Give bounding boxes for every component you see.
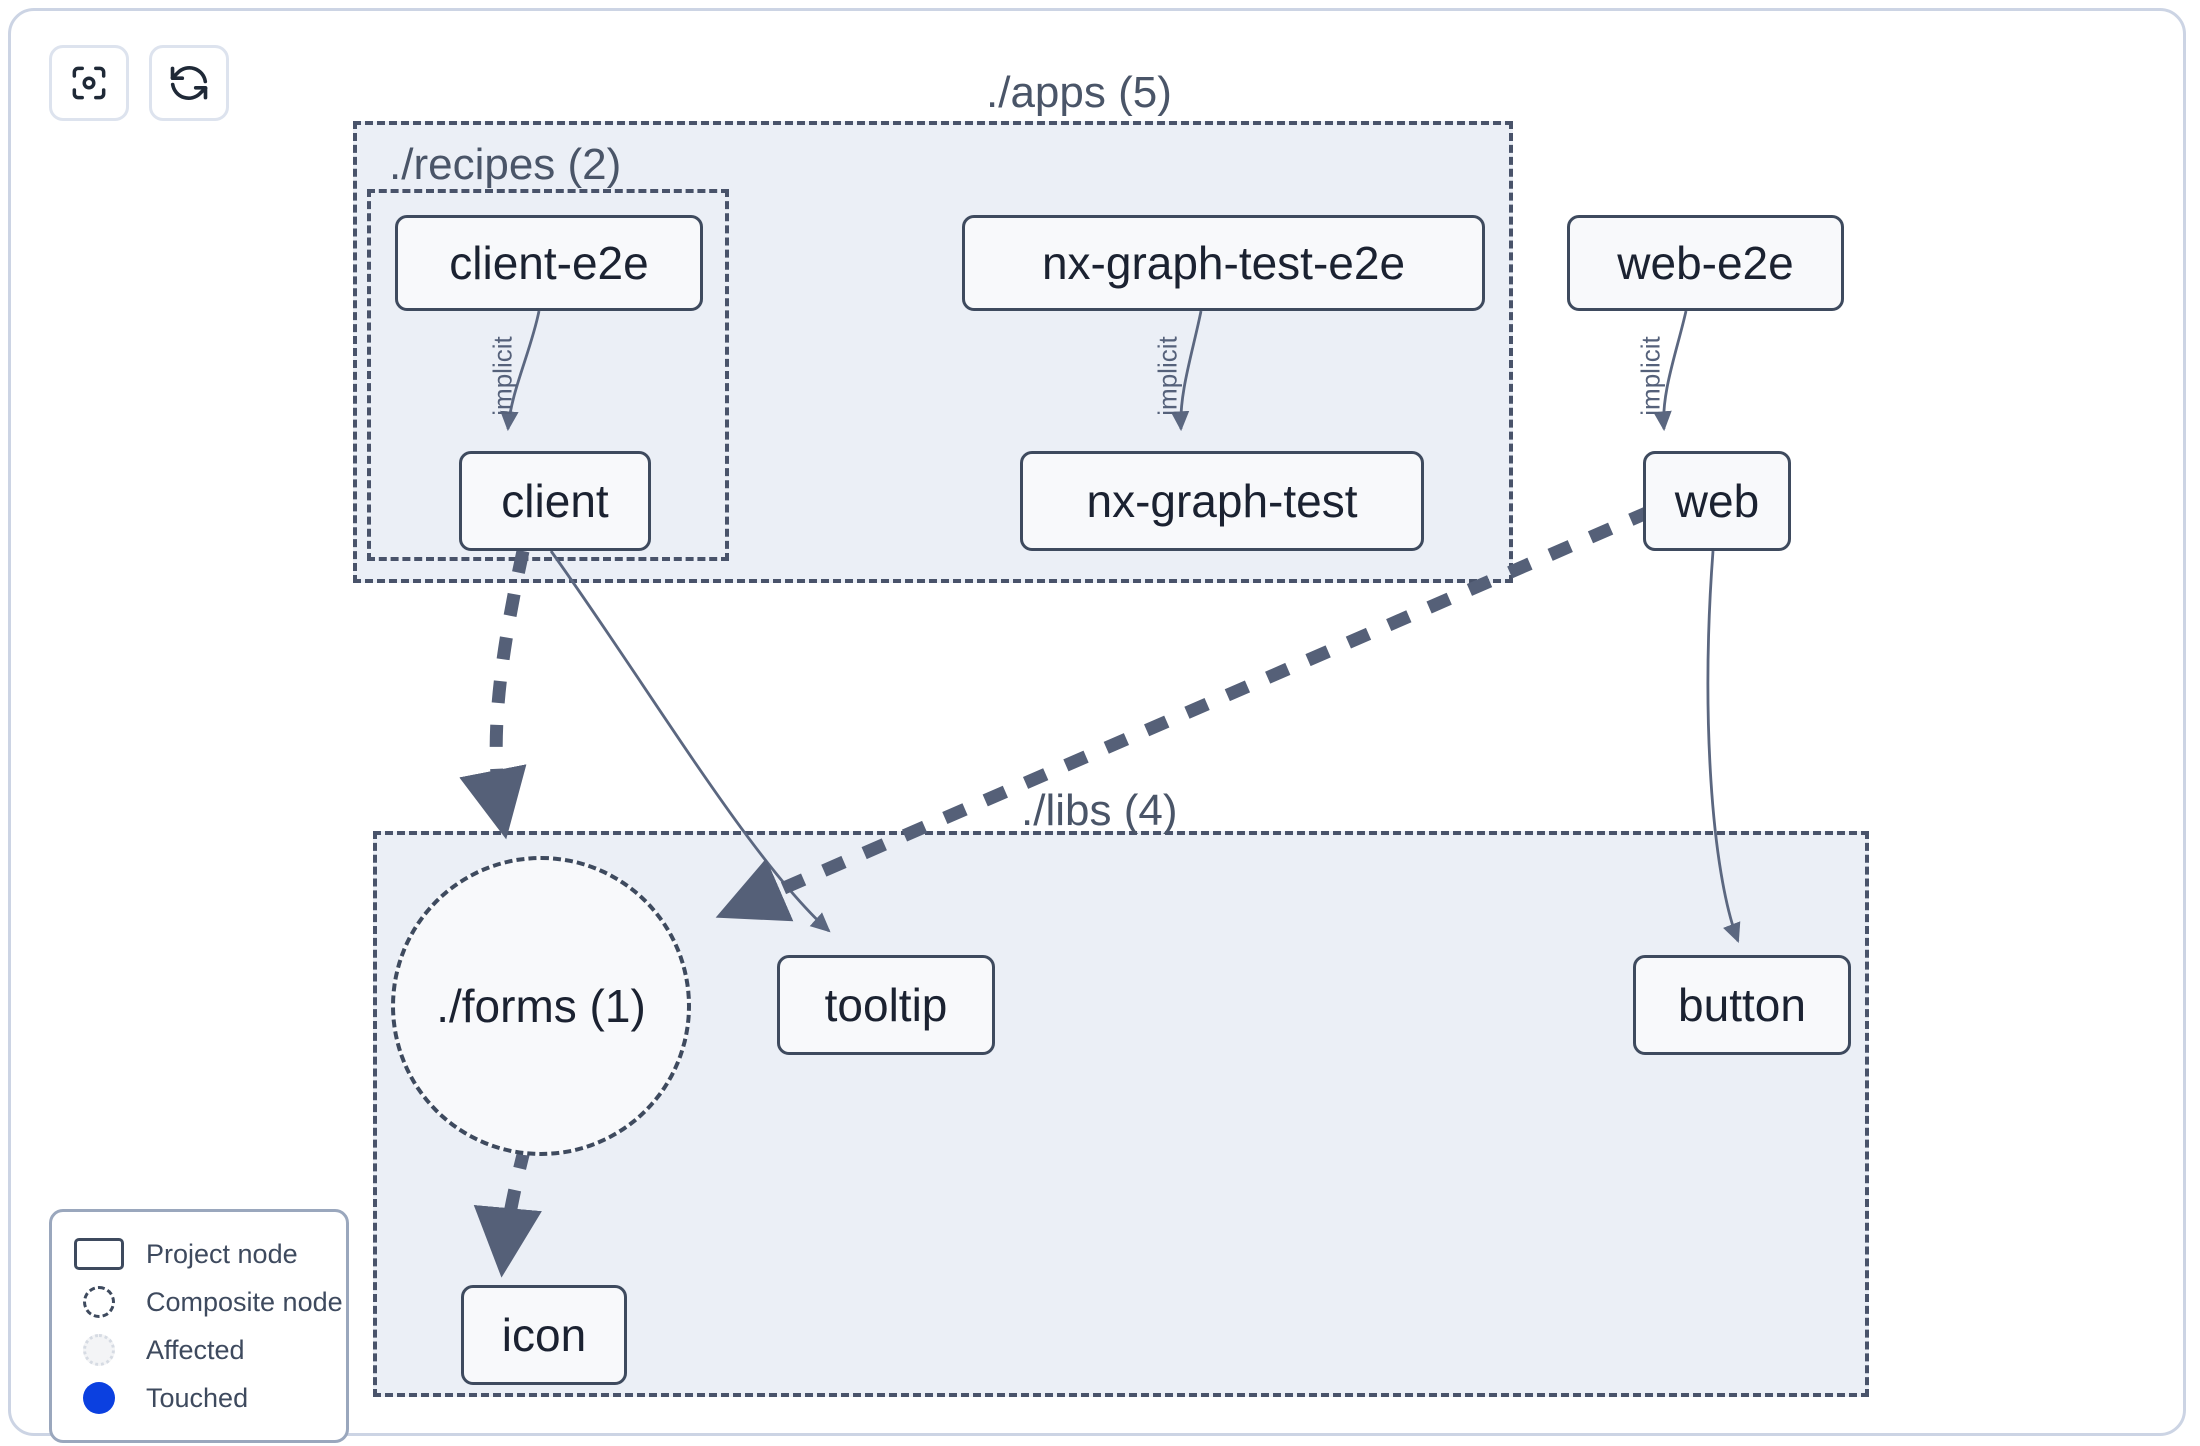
legend-item-affected: Affected <box>74 1326 326 1374</box>
legend-label-composite-node: Composite node <box>146 1286 343 1317</box>
affected-swatch <box>74 1333 128 1367</box>
edge-label-web-e2e-web: implicit <box>1635 336 1666 416</box>
focus-graph-button[interactable] <box>49 45 129 121</box>
node-forms[interactable]: ./forms (1) <box>391 856 691 1156</box>
legend-label-project-node: Project node <box>146 1238 298 1269</box>
refresh-graph-button[interactable] <box>149 45 229 121</box>
refresh-icon <box>166 60 212 106</box>
node-web-e2e[interactable]: web-e2e <box>1567 215 1844 311</box>
legend-item-composite-node: Composite node <box>74 1278 343 1326</box>
edge-label-nx-graph-test-e2e-nx-graph-test: implicit <box>1152 336 1183 416</box>
node-button[interactable]: button <box>1633 955 1851 1055</box>
node-nx-graph-test[interactable]: nx-graph-test <box>1020 451 1424 551</box>
node-client[interactable]: client <box>459 451 651 551</box>
group-libs-label: ./libs (4) <box>1021 786 1178 835</box>
legend-label-touched: Touched <box>146 1382 249 1413</box>
legend-item-touched: Touched <box>74 1374 326 1422</box>
touched-swatch <box>74 1381 128 1415</box>
group-recipes[interactable] <box>367 189 729 561</box>
focus-target-icon <box>67 61 111 105</box>
legend-item-project-node: Project node <box>74 1230 326 1278</box>
group-apps-label: ./apps (5) <box>986 68 1172 117</box>
node-tooltip[interactable]: tooltip <box>777 955 995 1055</box>
node-icon[interactable]: icon <box>461 1285 627 1385</box>
composite-node-swatch <box>74 1285 128 1319</box>
legend-label-affected: Affected <box>146 1334 245 1365</box>
edge-label-client-e2e-client: implicit <box>487 336 518 416</box>
graph-panel: ./apps (5) ./recipes (2) ./libs (4) <box>8 8 2186 1443</box>
project-node-swatch <box>74 1237 128 1271</box>
node-web[interactable]: web <box>1643 451 1791 551</box>
node-nx-graph-test-e2e[interactable]: nx-graph-test-e2e <box>962 215 1485 311</box>
group-recipes-label: ./recipes (2) <box>389 140 622 189</box>
node-client-e2e[interactable]: client-e2e <box>395 215 703 311</box>
legend-panel: Project node Composite node Affected Tou… <box>49 1209 349 1443</box>
